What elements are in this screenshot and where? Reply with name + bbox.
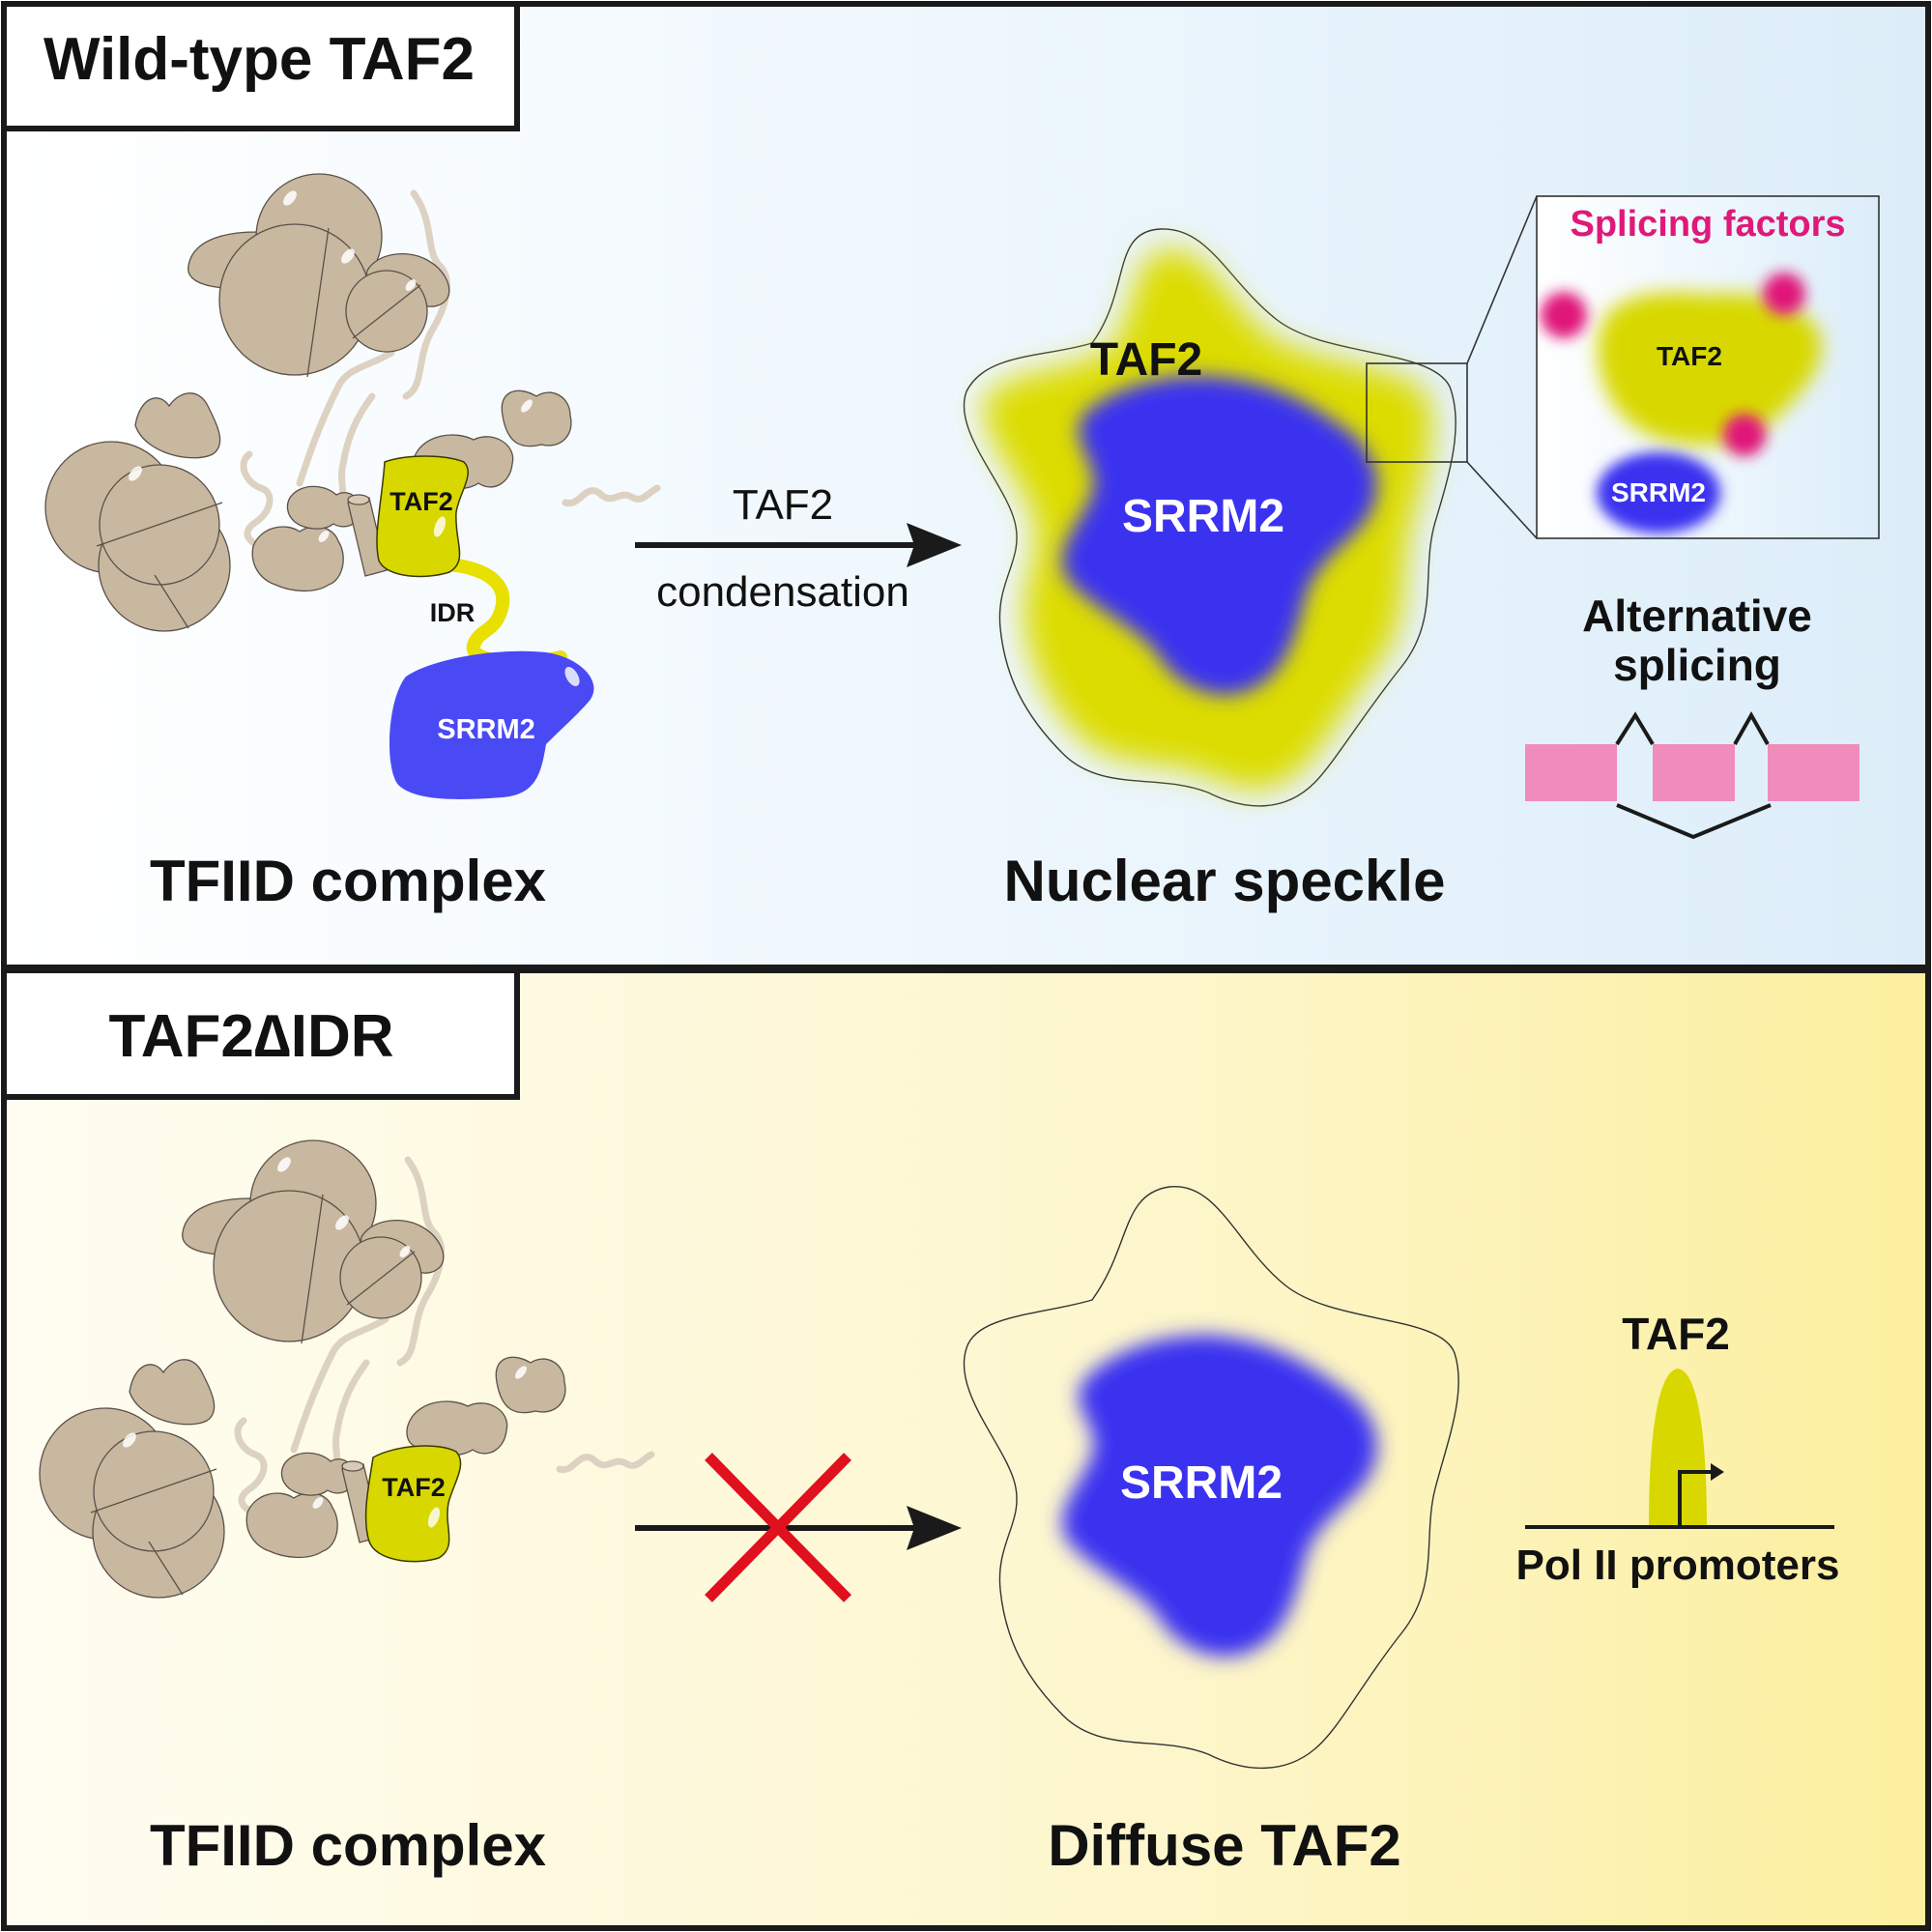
block-x-icon [705, 1453, 851, 1602]
inset-taf2-blob [1598, 292, 1822, 446]
bottom-speckle-caption: Diffuse TAF2 [1048, 1813, 1401, 1878]
tss-arrow-icon [1678, 1470, 1713, 1527]
taf2-protein-delta [364, 1445, 462, 1563]
exon-3 [1768, 744, 1860, 801]
top-panel: Wild-type TAF2 TAF2 IDR SRRM2 TFIID comp… [1, 1, 1931, 970]
tfiid-complex-wildtype: TAF2 IDR SRRM2 [45, 174, 657, 799]
splicing-title-line2: splicing [1613, 640, 1781, 690]
bottom-panel: TAF2∆IDR TAF2 TFIID complex SRRM2 Diffus… [1, 967, 1931, 1931]
diffuse-srrm2-label: SRRM2 [1120, 1457, 1283, 1509]
bottom-panel-header: TAF2∆IDR [108, 1003, 393, 1070]
top-panel-header-box [1, 1, 520, 131]
srrm2-protein-complex [389, 650, 594, 799]
speckle-outline [963, 228, 1456, 807]
condensation-arrow [635, 523, 962, 567]
inset-title: Splicing factors [1570, 204, 1845, 245]
speckle-srrm2-label: SRRM2 [1122, 491, 1284, 542]
splicing-schematic [1525, 710, 1860, 840]
arrow-label-line1: TAF2 [733, 481, 833, 529]
inset-srrm2-blob [1597, 452, 1720, 533]
taf2-protein [376, 455, 469, 578]
complex-srrm2-label: SRRM2 [437, 714, 535, 745]
bottom-complex-caption: TFIID complex [150, 1813, 546, 1878]
speckle-srrm2-core [1061, 376, 1377, 696]
bottom-panel-header-box [1, 967, 520, 1100]
bottom-panel-background [1, 967, 1931, 1931]
splicing-factors-inset: Splicing factors TAF2 SRRM2 [1536, 195, 1880, 539]
top-panel-header: Wild-type TAF2 [43, 26, 475, 93]
tfiid-complex-delta-idr: TAF2 [40, 1140, 651, 1598]
exon-2 [1653, 744, 1735, 801]
promoter-caption: Pol II promoters [1516, 1542, 1840, 1589]
splicing-factor-dot [1723, 414, 1766, 456]
nuclear-speckle: TAF2 SRRM2 [963, 228, 1456, 807]
exon-1 [1525, 744, 1617, 801]
complex-idr-label: IDR [430, 598, 476, 627]
inclusion-junction [1615, 711, 1655, 746]
zoom-indicator [1366, 195, 1538, 539]
complex-taf2-label: TAF2 [389, 487, 453, 516]
top-complex-caption: TFIID complex [150, 849, 546, 913]
inset-taf2-label: TAF2 [1657, 341, 1722, 371]
promoter-schematic [1525, 1369, 1834, 1529]
skipping-junction [1616, 803, 1772, 840]
splicing-title-line1: Alternative [1582, 591, 1812, 641]
diffuse-srrm2-core [1061, 1335, 1377, 1658]
diffuse-speckle-outline [963, 1186, 1459, 1770]
top-speckle-caption: Nuclear speckle [1004, 849, 1446, 913]
speckle-taf2-label: TAF2 [1090, 334, 1202, 386]
taf2-peak [1649, 1369, 1707, 1527]
diffuse-speckle: SRRM2 [963, 1186, 1459, 1770]
splicing-factor-dot [1541, 292, 1587, 338]
arrow-label-line2: condensation [656, 568, 909, 616]
promoter-taf2-label: TAF2 [1622, 1309, 1730, 1359]
delta-complex-taf2-label: TAF2 [382, 1473, 446, 1502]
inclusion-junction [1733, 710, 1770, 745]
inset-srrm2-label: SRRM2 [1611, 477, 1706, 507]
splicing-factor-dot [1763, 273, 1805, 315]
